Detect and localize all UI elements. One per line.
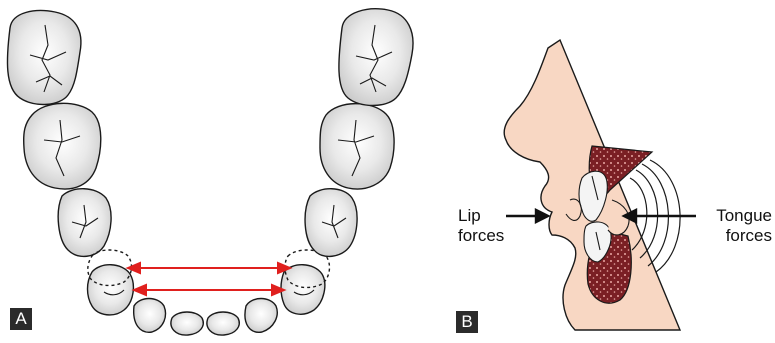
premolar-left-1 [58, 189, 111, 257]
incisor-2 [207, 312, 239, 335]
premolar-left-2 [88, 265, 134, 315]
panel-a-label: A [10, 308, 32, 330]
lip-forces-line2: forces [458, 226, 504, 246]
premolar-right-2 [281, 265, 325, 315]
panel-b-label: B [456, 311, 478, 333]
dental-arch [7, 9, 413, 335]
premolar-right-1 [305, 189, 357, 257]
molar-right-2 [320, 104, 394, 189]
incisor-1 [171, 312, 203, 335]
canine-left [134, 299, 166, 333]
tongue-forces-line2: forces [700, 226, 772, 246]
molar-left-2 [24, 103, 101, 189]
lip-forces-label: Lip forces [458, 206, 504, 246]
canine-right [245, 299, 277, 333]
tongue-forces-line1: Tongue [700, 206, 772, 226]
lip-forces-line1: Lip [458, 206, 504, 226]
arch-width-arrows [128, 263, 290, 295]
tongue-forces-label: Tongue forces [700, 206, 772, 246]
